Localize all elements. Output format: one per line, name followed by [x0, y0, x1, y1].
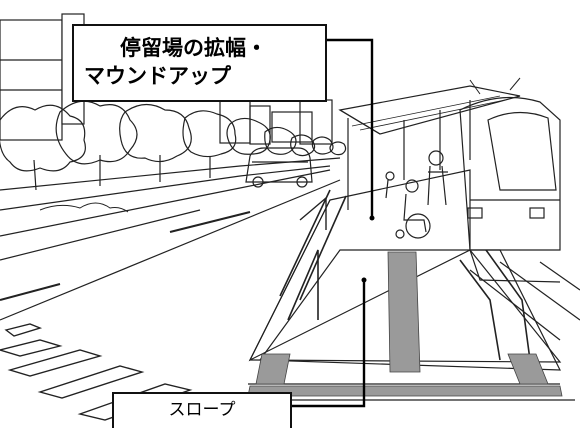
roadside-trees — [0, 100, 347, 191]
callout-slope: スロープ — [112, 392, 292, 428]
tactile-paving — [247, 251, 563, 397]
callout-platform-widening: 停留場の拡幅・ マウンドアップ — [72, 24, 327, 102]
callout-platform-widening-line2: マウンドアップ — [84, 64, 231, 88]
road — [0, 157, 341, 321]
tram-tracks — [469, 261, 580, 341]
wheelchair-user-and-helper — [385, 150, 448, 239]
minivan — [245, 147, 313, 188]
tram — [459, 77, 561, 283]
callout-slope-label: スロープ — [168, 400, 236, 420]
leader-dot-top — [369, 215, 375, 221]
callout-platform-widening-line1: 停留場の拡幅・ — [120, 36, 267, 60]
leader-dot-bottom — [361, 277, 367, 283]
callout-leader-lines — [292, 38, 374, 408]
